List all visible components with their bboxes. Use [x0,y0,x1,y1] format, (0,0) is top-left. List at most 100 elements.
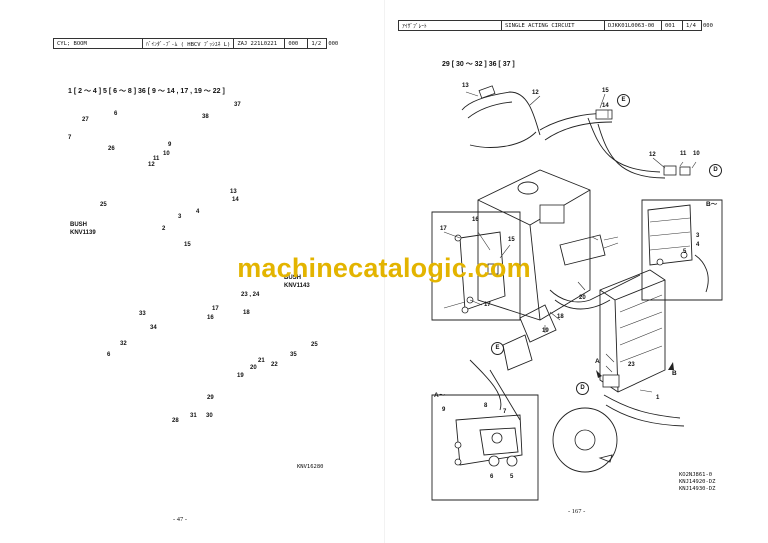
callout-number: 5 [683,249,687,255]
callout-number: 20 [579,295,586,301]
callout-number: 14 [232,197,239,203]
callout-number: 37 [234,102,241,108]
circle-marker-e: E [491,342,504,355]
sequence-label: 1 [ 2 ～ 4 ] 5 [ 6 ～ 8 ] 36 [ 9 ～ 14 , 17… [68,88,225,95]
callout-number: 18 [557,314,564,320]
header-code: ZAJ 221L0221 [233,38,286,49]
callout-number: 16 [207,315,214,321]
valve-body [469,169,641,473]
callout-number: 2 [162,226,166,232]
right-page: ｱｲｻﾞﾌﾞﾚｰﾄ SINGLE ACTING CIRCUIT DJKK01L0… [384,0,768,543]
callout-number: 30 [206,413,213,419]
callout-number: 9 [442,407,446,413]
callout-number: 1 [656,395,660,401]
callout-number: 31 [190,413,197,419]
detail-label-a: A～ [434,392,446,399]
callout-number: 6 [490,474,494,480]
callout-number: 25 [311,342,318,348]
header-page: 1/4 [682,20,702,31]
callout-number: 11 [680,151,687,157]
doc-ref-list: KO2NJ861-0 KNJ14920-DZ KNJ14930-DZ [679,472,715,493]
callout-number: 17 [440,226,447,232]
bush-label: BUSH [284,275,302,281]
header-rev: 000 [328,40,339,47]
header-title: ﾊﾞｲﾝﾀﾞ-ﾌﾞ-ﾑ ( HBCV ﾌﾞｯｼﾕﾈ L) [141,38,235,49]
left-header-table: CYL; BOOM ﾊﾞｲﾝﾀﾞ-ﾌﾞ-ﾑ ( HBCV ﾌﾞｯｼﾕﾈ L) Z… [53,38,341,49]
callout-number: 5 [510,474,514,480]
callout-number: 7 [68,135,72,141]
callout-number: 3 [696,233,700,239]
callout-number: 12 [148,162,155,168]
right-header-table: ｱｲｻﾞﾌﾞﾚｰﾄ SINGLE ACTING CIRCUIT DJKK01L0… [398,20,716,31]
callout-number: 15 [602,88,609,94]
callout-number: 33 [139,311,146,317]
callout-number: 23 , 24 [241,292,260,298]
callout-number: 32 [120,341,127,347]
callout-number: 4 [196,209,200,215]
callout-number: 15 [508,237,515,243]
callout-number: 13 [462,83,469,89]
header-page: 1/2 [307,38,328,49]
callout-number: 13 [230,189,237,195]
bush-label: BUSH [70,222,88,228]
header-model: ｱｲｻﾞﾌﾞﾚｰﾄ [398,20,502,31]
callout-number: 25 [100,202,107,208]
callout-number: 34 [150,325,157,331]
sequence-label: 29 [ 30 ～ 32 ] 36 [ 37 ] [442,61,515,68]
valve-detail-b [641,199,723,301]
callout-number: 9 [168,142,172,148]
drawing-ref: KNV16280 [297,464,324,470]
bush-ref: KNV1139 [70,230,96,236]
circle-marker-e: E [617,94,630,107]
callout-number: 10 [163,151,170,157]
callout-number: 16 [472,217,479,223]
callout-number: 14 [602,103,609,109]
header-num: 001 [661,20,683,31]
callout-number: 19 [237,373,244,379]
circle-marker-d: D [576,382,589,395]
callout-number: 8 [484,403,488,409]
callout-number: 12 [532,90,539,96]
callout-number: 7 [503,409,507,415]
page-number: - 47 - [173,516,188,523]
callout-number: 6 [114,111,118,117]
callout-number: 10 [693,151,700,157]
callout-number: 18 [243,310,250,316]
callout-number: 21 [258,358,265,364]
callout-number: 27 [82,117,89,123]
hose-lines-top [461,85,691,179]
detail-label-b: B～ [706,201,718,208]
callout-number: 38 [202,114,209,120]
callout-number: 22 [271,362,278,368]
callout-number: 15 [184,242,191,248]
header-model: CYL; BOOM [53,38,143,49]
callout-number: 4 [696,242,700,248]
callout-number: 29 [207,395,214,401]
arrow-marker-a: A [595,358,600,365]
callout-number: 35 [290,352,297,358]
callout-number: 28 [172,418,179,424]
left-page: CYL; BOOM ﾊﾞｲﾝﾀﾞ-ﾌﾞ-ﾑ ( HBCV ﾌﾞｯｼﾕﾈ L) Z… [53,38,341,523]
bracket-detail-a [431,394,539,501]
circle-marker-d: D [709,164,722,177]
control-valve-assembly [599,269,685,427]
callout-number: 19 [542,328,549,334]
callout-number: 3 [178,214,182,220]
header-title: SINGLE ACTING CIRCUIT [501,20,605,31]
callout-number: 12 [649,152,656,158]
doc-ref: KNJ14920-DZ [679,479,716,485]
callout-number: 17 [212,306,219,312]
callout-number: 26 [108,146,115,152]
callout-number: 23 [628,362,635,368]
doc-ref: KNJ14930-DZ [679,486,716,492]
callout-number: 11 [153,156,160,162]
page-number: - 167 - [568,508,586,515]
bush-ref: KNV1143 [284,283,310,289]
callout-number: 6 [107,352,111,358]
arrow-marker-b: B [672,370,677,377]
watermark: machinecatalogic.com [237,253,531,283]
header-rev: 000 [703,22,713,29]
doc-ref: KO2NJ861-0 [679,472,713,478]
callout-number: 17 [484,302,491,308]
header-code: DJKK01L0063-00 [604,20,662,31]
